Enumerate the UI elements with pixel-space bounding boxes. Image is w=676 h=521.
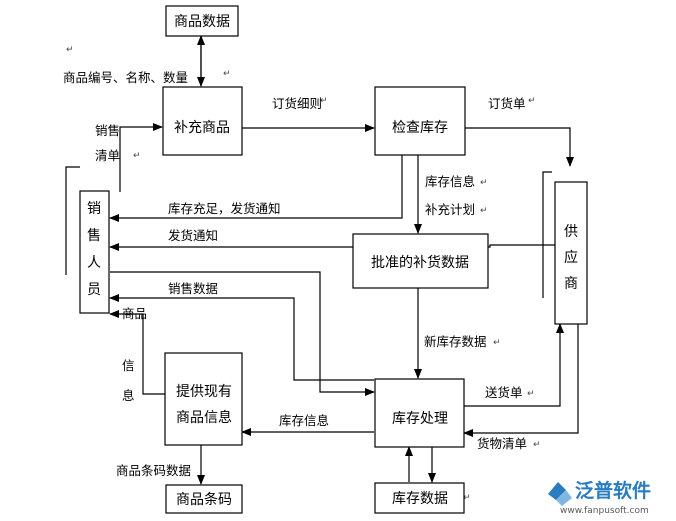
edge-inventory-to-supplier	[464, 323, 564, 407]
node-inventory-data: 库存数据	[374, 482, 465, 514]
svg-text:↵: ↵	[480, 206, 488, 216]
edge-check-to-sales	[109, 155, 403, 222]
node-product-data: 商品数据	[165, 5, 239, 37]
svg-text:供: 供	[564, 224, 578, 240]
svg-text:↵: ↵	[493, 338, 501, 348]
svg-text:库存数据: 库存数据	[392, 491, 448, 507]
label-inventory-info-2: 库存信息	[279, 413, 329, 428]
node-replenish-goods: 补充商品	[162, 86, 243, 156]
node-supplier: 供 应 商	[554, 181, 588, 325]
node-approved-data: 批准的补货数据	[352, 233, 489, 289]
svg-text:批准的补货数据: 批准的补货数据	[371, 254, 469, 271]
label-sales-list-2: 清单	[95, 148, 120, 163]
svg-text:↵: ↵	[223, 69, 231, 79]
label-product-info-1: 商品	[122, 306, 147, 321]
edge-provide-to-sales	[109, 310, 165, 395]
svg-text:商品数据: 商品数据	[174, 14, 230, 30]
svg-text:↵: ↵	[463, 493, 471, 503]
label-goods-list: 货物清单	[477, 436, 527, 451]
node-sales-person: 销 售 人 员	[79, 190, 110, 314]
svg-text:商品条码: 商品条码	[176, 491, 232, 508]
watermark: 泛普软件 www.fanpusoft.com	[548, 479, 651, 516]
svg-text:↵: ↵	[133, 151, 141, 161]
paragraph-marks: ↵ ↵ ↵ ↵ ↵ ↵ ↵ ↵ ↵ ↵ ↵	[66, 45, 541, 503]
watermark-brand: 泛普软件	[575, 479, 651, 502]
svg-text:销: 销	[87, 201, 101, 217]
node-inventory-processing: 库存处理	[374, 378, 465, 448]
brand-logo-icon	[548, 482, 572, 506]
label-order-details: 订货细则	[272, 96, 322, 111]
svg-text:↵: ↵	[320, 96, 328, 106]
svg-text:售: 售	[87, 228, 101, 244]
label-inventory-info: 库存信息	[425, 174, 475, 189]
label-ship-notice: 发货通知	[168, 228, 218, 243]
svg-text:↵: ↵	[480, 178, 488, 188]
node-check-inventory: 检查库存	[374, 86, 466, 156]
label-barcode-data: 商品条码数据	[116, 463, 191, 478]
label-replenish-plan: 补充计划	[425, 202, 475, 217]
label-sales-list-1: 销售	[95, 123, 120, 138]
label-new-inventory-data: 新库存数据	[424, 334, 487, 349]
svg-text:商品信息: 商品信息	[176, 409, 232, 426]
edge-supplier-to-inventory	[463, 324, 579, 437]
node-provide-info: 提供现有 商品信息	[164, 352, 243, 446]
svg-text:提供现有: 提供现有	[176, 384, 232, 400]
svg-text:补充商品: 补充商品	[174, 120, 230, 136]
edge-inventory-to-sales	[109, 294, 374, 381]
sales-bracket	[65, 166, 80, 275]
label-product-fields: 商品编号、名称、数量	[63, 70, 188, 85]
node-product-barcode: 商品条码	[165, 484, 243, 514]
watermark-url: www.fanpusoft.com	[560, 506, 649, 516]
svg-text:应: 应	[564, 249, 578, 266]
supplier-bracket	[542, 171, 552, 298]
label-stock-sufficient: 库存充足，发货通知	[168, 201, 281, 216]
svg-text:人: 人	[87, 255, 101, 271]
svg-text:库存处理: 库存处理	[392, 411, 448, 427]
edge-sales-to-replenish	[119, 123, 163, 192]
label-delivery-note: 送货单	[485, 385, 523, 400]
svg-text:员: 员	[87, 282, 101, 298]
label-product-info-3: 息	[122, 388, 135, 403]
svg-text:↵: ↵	[533, 440, 541, 450]
edge-supplier-to-sales	[109, 243, 555, 251]
label-purchase-order: 订货单	[488, 96, 526, 111]
svg-text:检查库存: 检查库存	[392, 120, 448, 136]
svg-text:商: 商	[564, 276, 578, 292]
svg-text:↵: ↵	[66, 45, 74, 55]
label-product-info-2: 信	[122, 358, 135, 373]
edge-check-to-supplier	[465, 127, 574, 167]
svg-text:↵: ↵	[527, 389, 535, 399]
edge-sales-to-inventory	[110, 271, 375, 396]
label-sales-data: 销售数据	[168, 281, 218, 296]
svg-text:↵: ↵	[528, 96, 536, 106]
